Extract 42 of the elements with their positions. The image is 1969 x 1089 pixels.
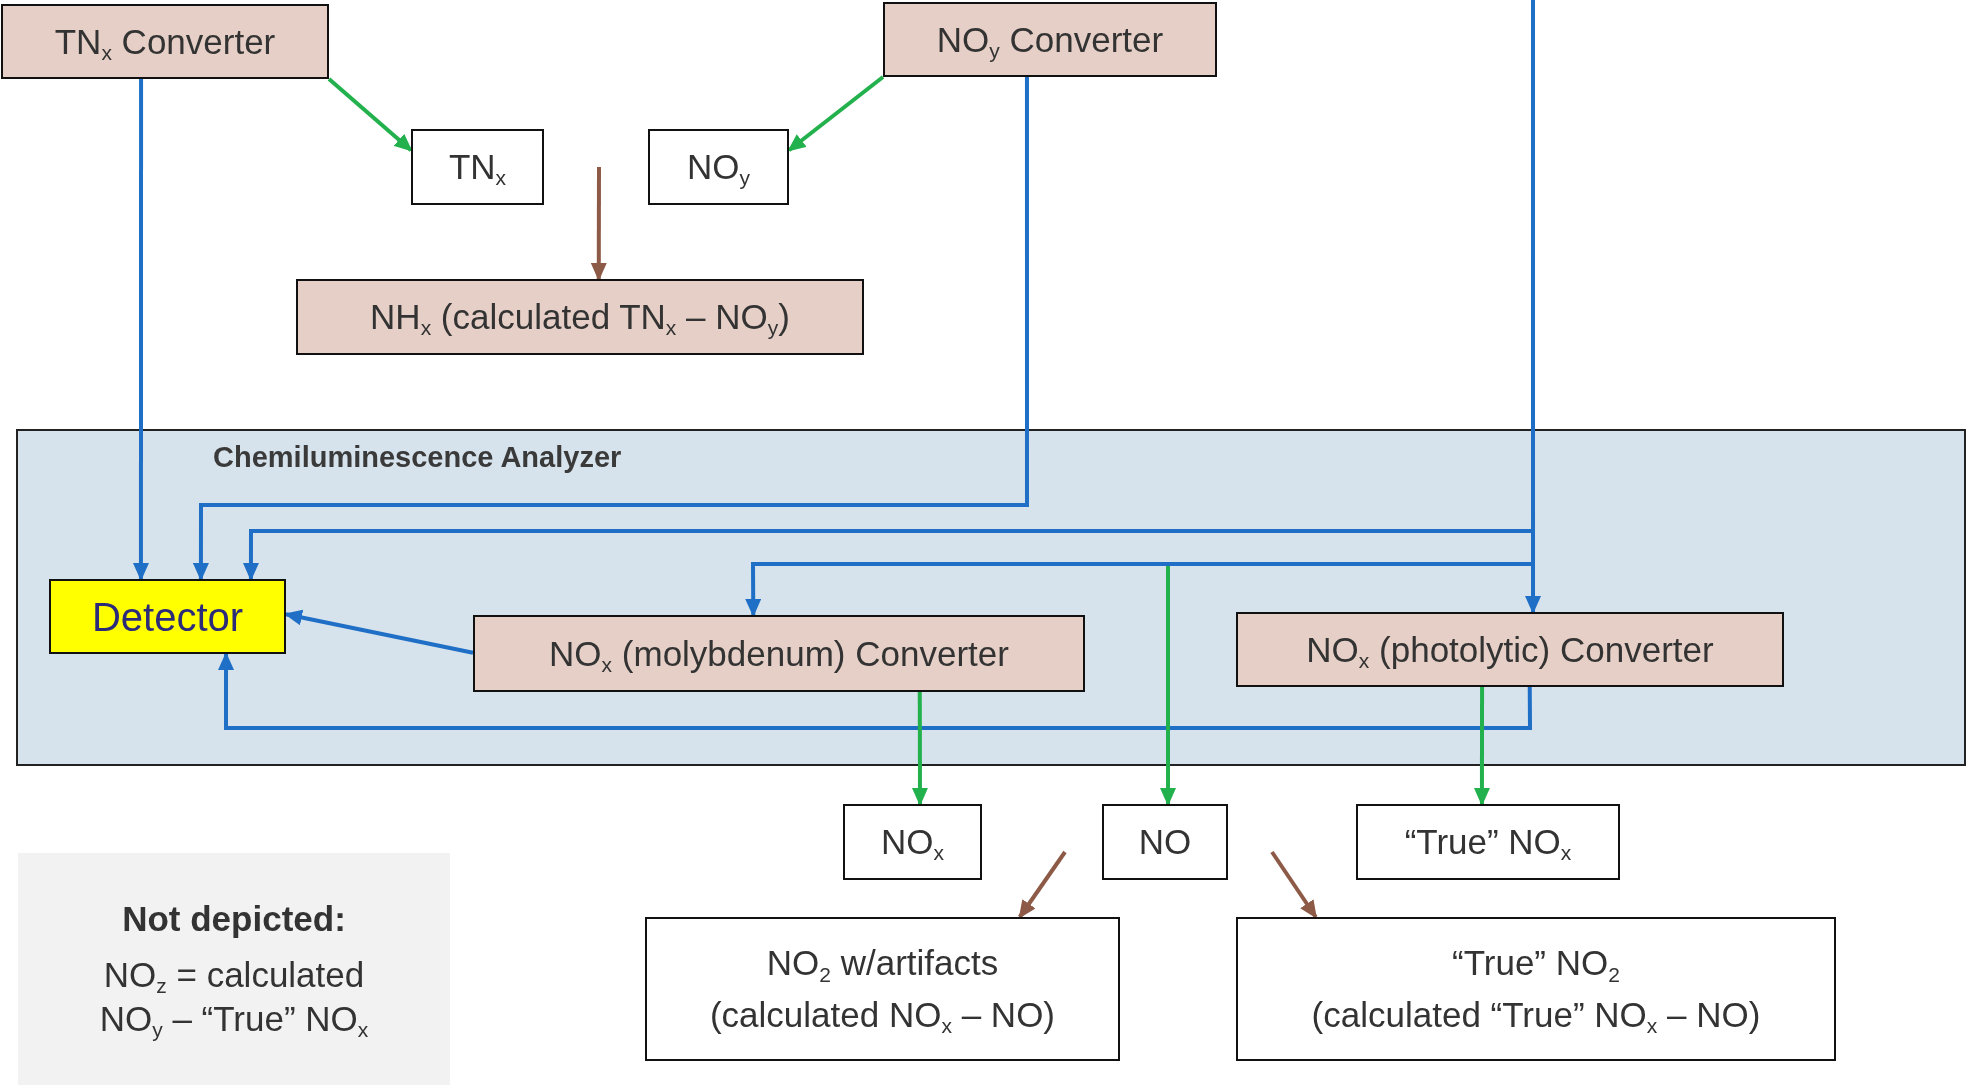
arrow <box>1270 850 1318 919</box>
panel-heading: Chemiluminescence Analyzer <box>213 440 622 475</box>
node-label: NH$_{x}$ (calculated TN$_{x}$ – NO$_{y}$) <box>370 296 790 339</box>
arrow <box>911 692 928 806</box>
node-label: (calculated “True” NO$_{x}$ – NO) <box>1311 994 1761 1037</box>
result-box <box>1102 804 1228 880</box>
node-label: NO$_{x}$ <box>881 821 944 864</box>
node-label: NO$_{x}$ (photolytic) Converter <box>1306 628 1714 672</box>
node-label: NO$_{y}$ <box>687 146 750 189</box>
result-box <box>843 804 982 880</box>
arrow <box>1160 566 1176 806</box>
detector-box <box>49 579 286 654</box>
result-box <box>1356 804 1620 880</box>
node-label: NO <box>1138 821 1192 864</box>
node-label: Detector <box>91 593 244 641</box>
node-label: “True” NO$_{2}$ <box>1452 942 1620 985</box>
result-box <box>645 917 1120 1061</box>
arrow <box>132 79 149 581</box>
node-label: (calculated NO$_{x}$ – NO) <box>709 994 1056 1037</box>
converter-box <box>296 279 864 355</box>
arrow <box>192 77 1029 581</box>
arrow <box>1018 850 1067 919</box>
converter-box <box>1 4 329 79</box>
node-label: TN$_{x}$ Converter <box>54 20 276 64</box>
arrow <box>590 167 607 281</box>
node-label: NO$_{z}$ = calculated NO$_{y}$ – “True” NO$_{x}$ <box>98 954 370 1041</box>
node-label: NO$_{x}$ (molybdenum) Converter <box>549 632 1009 676</box>
result-box <box>1236 917 1836 1061</box>
converter-box <box>883 2 1217 77</box>
result-box <box>411 129 544 205</box>
converter-box <box>1236 612 1784 687</box>
node-label: NO$_{y}$ Converter <box>936 18 1164 62</box>
analyzer-panel <box>16 429 1966 766</box>
converter-box <box>473 615 1085 692</box>
result-box <box>648 129 789 205</box>
node-label: TN$_{x}$ <box>448 146 507 189</box>
node-label: “True” NO$_{x}$ <box>1404 821 1572 864</box>
arrow <box>218 652 1532 730</box>
node-label: NO$_{2}$ w/artifacts <box>766 942 999 985</box>
arrow <box>327 77 413 152</box>
note-heading: Not depicted: <box>122 898 346 941</box>
arrow <box>1473 687 1490 806</box>
